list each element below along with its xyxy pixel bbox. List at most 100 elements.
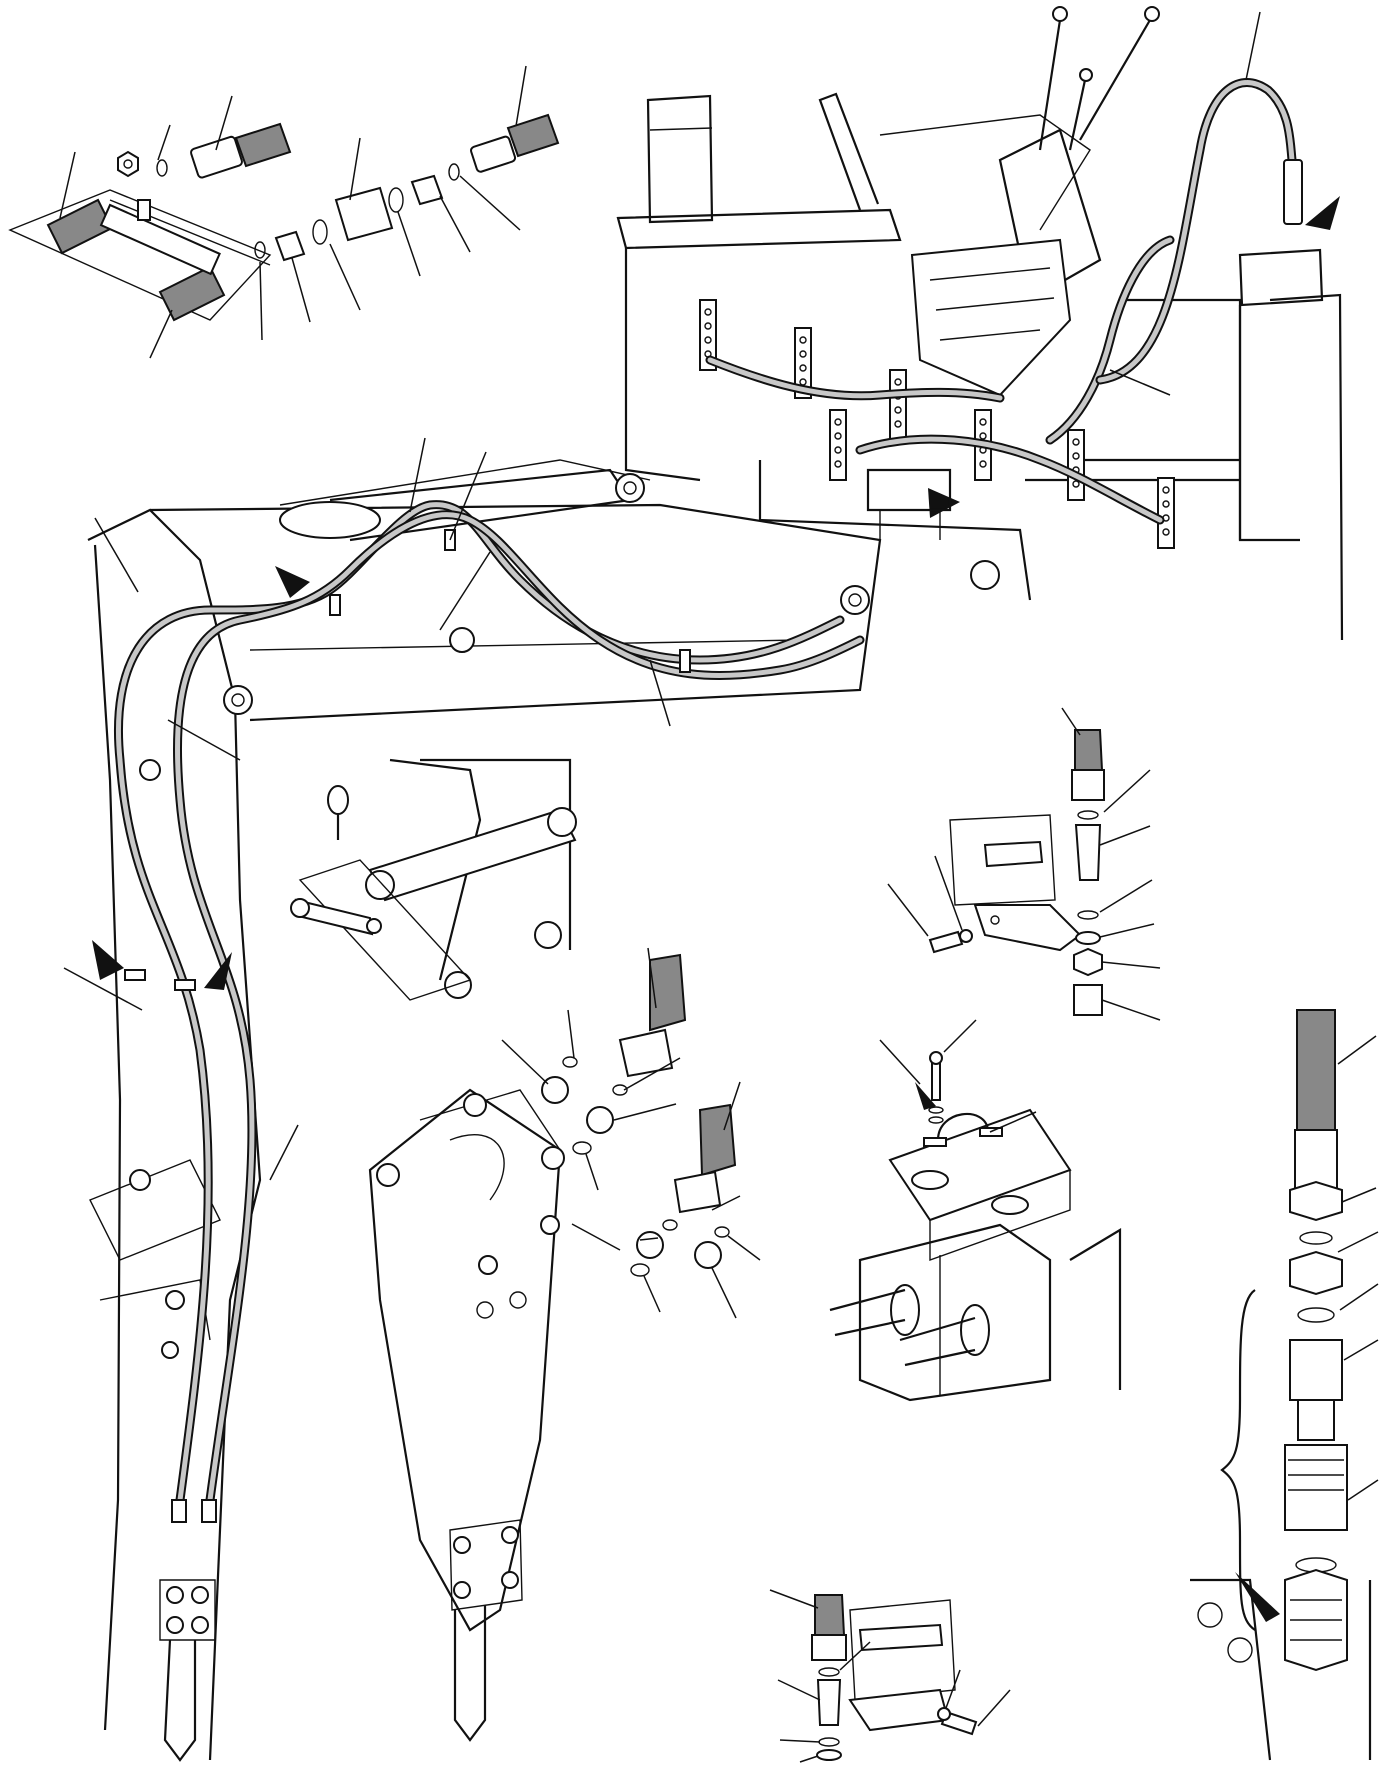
hose-stub-lower-left [158,265,226,322]
o-ring [714,1226,730,1238]
union-fitting [410,174,444,206]
hose-fitting [1071,769,1105,801]
mounting-boss [911,1170,949,1190]
mounting-plate [888,1108,1072,1222]
cylinder-rod-end [960,1304,990,1356]
hose-fitting [673,1170,722,1214]
coupling-sleeve [334,186,394,242]
view-quick-coupler-stack [1190,1009,1379,1761]
hose-clamp [174,979,196,991]
view-linkage-pin-detail [290,758,577,1001]
cylinder-block [858,1223,1052,1402]
adapter [1289,1250,1343,1296]
boom-outline [87,508,262,1761]
view-lower-bracket-fitting-detail [769,1589,1011,1763]
control-lever [1079,19,1151,141]
hex-nut-icon [1073,947,1103,977]
mounting-bracket [973,904,1082,952]
pivot-pin [615,473,645,503]
bracket-brace [1220,1289,1256,1631]
hose-clamp [679,649,691,673]
hose-bracket [829,409,847,481]
hose-clamp [329,594,341,616]
o-ring [630,1263,650,1277]
hose-bracket [699,299,717,371]
o-ring [312,219,328,245]
breaker-body [368,1088,562,1632]
lifting-eye [327,785,349,815]
hose-bracket [1157,477,1175,549]
control-valve-bank [910,238,1072,397]
u-clamp [936,1112,990,1141]
o-ring [1297,1307,1335,1323]
hose-stub [649,953,687,1032]
hose-stub [1296,1009,1336,1131]
arrow-pointer-icon [275,566,310,598]
stud [137,199,151,221]
adapter-block [99,203,221,276]
perforated-brackets [699,299,1175,549]
o-ring [1077,910,1099,920]
washer [816,1749,842,1761]
view-boom-and-arm-hose-routing [63,437,1000,1762]
hose-end-fitting [171,1499,187,1523]
boom-cylinder [279,501,381,539]
hose-bracket [794,327,812,399]
arrow-pointer-icon [915,1082,936,1110]
fittings-upper-group [541,953,687,1155]
hose-stub [698,1103,737,1177]
o-ring [818,1737,840,1747]
adapter [586,1106,614,1134]
view-u-clamp-mounting-detail [829,1019,1122,1402]
hose-stub [1074,729,1104,771]
hex-nut-icon [1289,1180,1343,1222]
frame-beam [616,208,902,250]
adapter [1074,824,1102,881]
hose-end-fitting [201,1499,217,1523]
coupler-male-half [1289,1339,1343,1401]
plug [694,1241,722,1269]
adapter [816,1679,842,1726]
coupler-female-half [1284,1444,1348,1531]
washer [928,1106,944,1114]
hose-with-fitting-right [470,113,560,173]
arm-outline [149,503,882,722]
washer [1075,931,1101,945]
o-ring [388,187,404,213]
link-bar [368,808,577,902]
cap [1073,984,1103,1016]
o-ring [572,1141,592,1155]
fittings-lower-group [630,1103,737,1277]
view-bracket-fitting-detail [887,707,1161,1021]
pivot-pin [840,585,870,615]
o-ring [562,1056,578,1068]
arrow-pointer-icon [92,940,124,980]
washer [937,1707,951,1721]
washer [959,929,973,943]
view-top-left-hose-fitting-detail [8,65,560,359]
control-lever [1038,19,1062,151]
o-ring [448,163,460,181]
arrow-pointer-icon [928,488,960,518]
mounting-bracket [848,1688,950,1732]
clamp-foot [923,1137,947,1147]
o-ring [818,1667,840,1677]
quick-coupler [1283,159,1303,225]
hose-fitting [618,1028,674,1078]
hose-clamp [124,969,146,981]
washer [928,1116,944,1124]
o-ring [254,241,266,259]
bolt [928,930,964,954]
hose-stub [814,1594,846,1636]
o-ring [1077,810,1099,820]
hose-connection-block [1238,248,1324,307]
view-cab-control-valve-area [616,6,1344,641]
hose-with-fitting-upper [190,122,292,179]
adapter [636,1231,664,1259]
arrow-pointer-icon [1305,196,1340,230]
plug [541,1076,569,1104]
linkage-arm [389,758,482,981]
o-ring [1299,1231,1333,1245]
cab-post [646,94,714,224]
hex-nut-icon [117,150,139,178]
